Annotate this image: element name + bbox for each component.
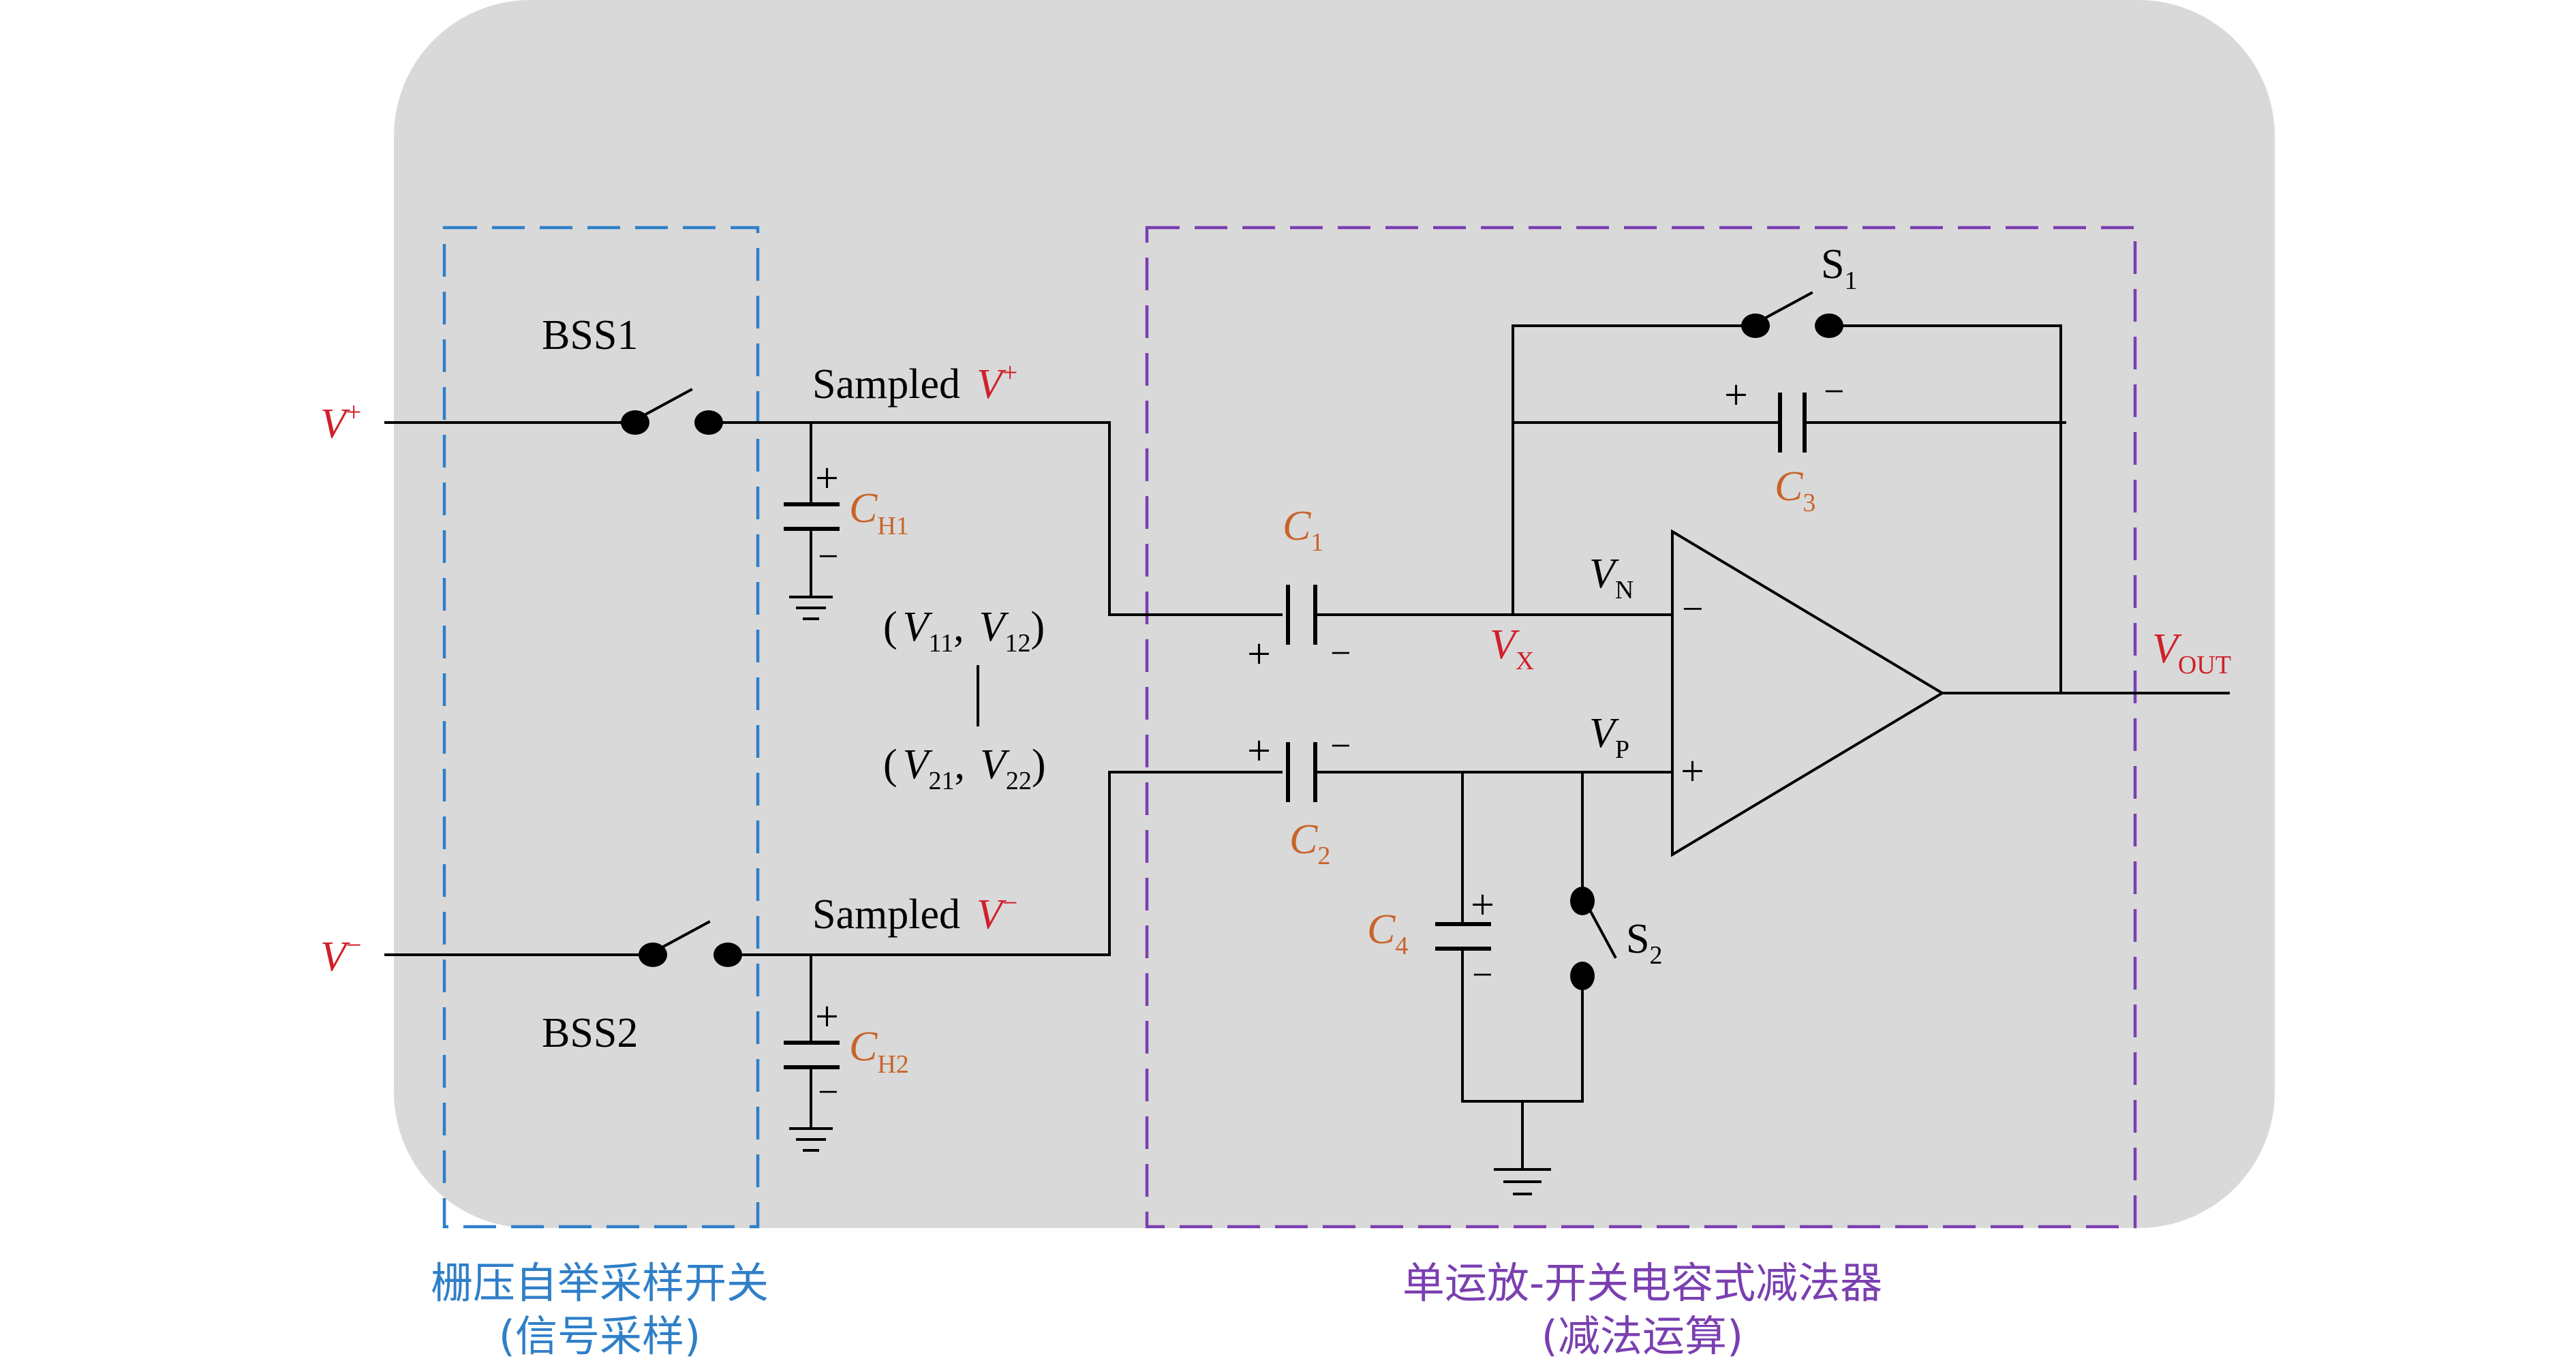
c1-label: C1 (1283, 503, 1323, 557)
feedback-network (1512, 324, 2066, 694)
c2-capacitor (1286, 742, 1674, 802)
bottom-input-path (384, 771, 1283, 956)
left-caption-line2: (信号采样) (499, 1311, 701, 1361)
vn-node-label: VN (1589, 551, 1634, 604)
c3-capacitor (1778, 393, 1807, 453)
ch2-minus: − (818, 1071, 838, 1112)
c4-label: C4 (1367, 906, 1408, 960)
opamp-plus-label: + (1681, 748, 1704, 795)
top-input-path (384, 421, 1283, 616)
bss2-label: BSS2 (542, 1010, 638, 1056)
c3-plus: + (1724, 372, 1748, 418)
left-caption-line1: 栅压自举采样开关 (431, 1258, 769, 1308)
ch2-capacitor (784, 953, 840, 1152)
ch1-plus: + (815, 455, 839, 502)
c3-minus: − (1824, 371, 1844, 412)
bootstrapped-switch-box (442, 226, 760, 1229)
c3-label: C3 (1775, 463, 1815, 517)
c1-minus: − (1330, 632, 1351, 673)
c1-plus: + (1247, 631, 1271, 677)
vminus-input-label: V− (320, 930, 361, 980)
c1-capacitor (1286, 585, 1674, 645)
s1-label: S1 (1821, 241, 1857, 295)
pair-v11-v12: (V11,V12) (883, 604, 1045, 658)
opamp (1671, 529, 2230, 857)
bss1-switch (621, 388, 723, 435)
s2-label: S2 (1626, 916, 1662, 970)
c2-minus: − (1330, 725, 1351, 766)
ch1-label: CH1 (849, 485, 909, 540)
c2-label: C2 (1289, 816, 1330, 870)
subtractor-box (1145, 226, 2137, 1229)
right-caption-line1: 单运放-开关电容式减法器 (1402, 1258, 1882, 1308)
main-ground (1461, 1100, 1584, 1195)
ch1-minus: − (818, 536, 838, 577)
vout-node-label: VOUT (2152, 626, 2231, 679)
s2-switch (1570, 771, 1617, 1103)
pair-v21-v22: (V21,V22) (883, 741, 1046, 795)
bss2-switch (639, 920, 742, 967)
right-caption-line2: (减法运算) (1542, 1311, 1743, 1361)
opamp-minus-label: − (1682, 588, 1704, 630)
c4-capacitor (1435, 771, 1491, 1103)
c4-minus: − (1472, 954, 1492, 995)
vplus-input-label: V+ (320, 397, 361, 447)
vx-node-label: VX (1490, 622, 1534, 675)
bss1-label: BSS1 (542, 312, 638, 358)
c2-plus: + (1247, 728, 1271, 774)
ch2-label: CH2 (849, 1024, 909, 1079)
ch1-capacitor (784, 421, 840, 620)
c4-plus: + (1471, 882, 1494, 928)
s1-switch (1741, 291, 1843, 338)
ch2-plus: + (815, 994, 839, 1040)
vp-node-label: VP (1589, 710, 1629, 764)
